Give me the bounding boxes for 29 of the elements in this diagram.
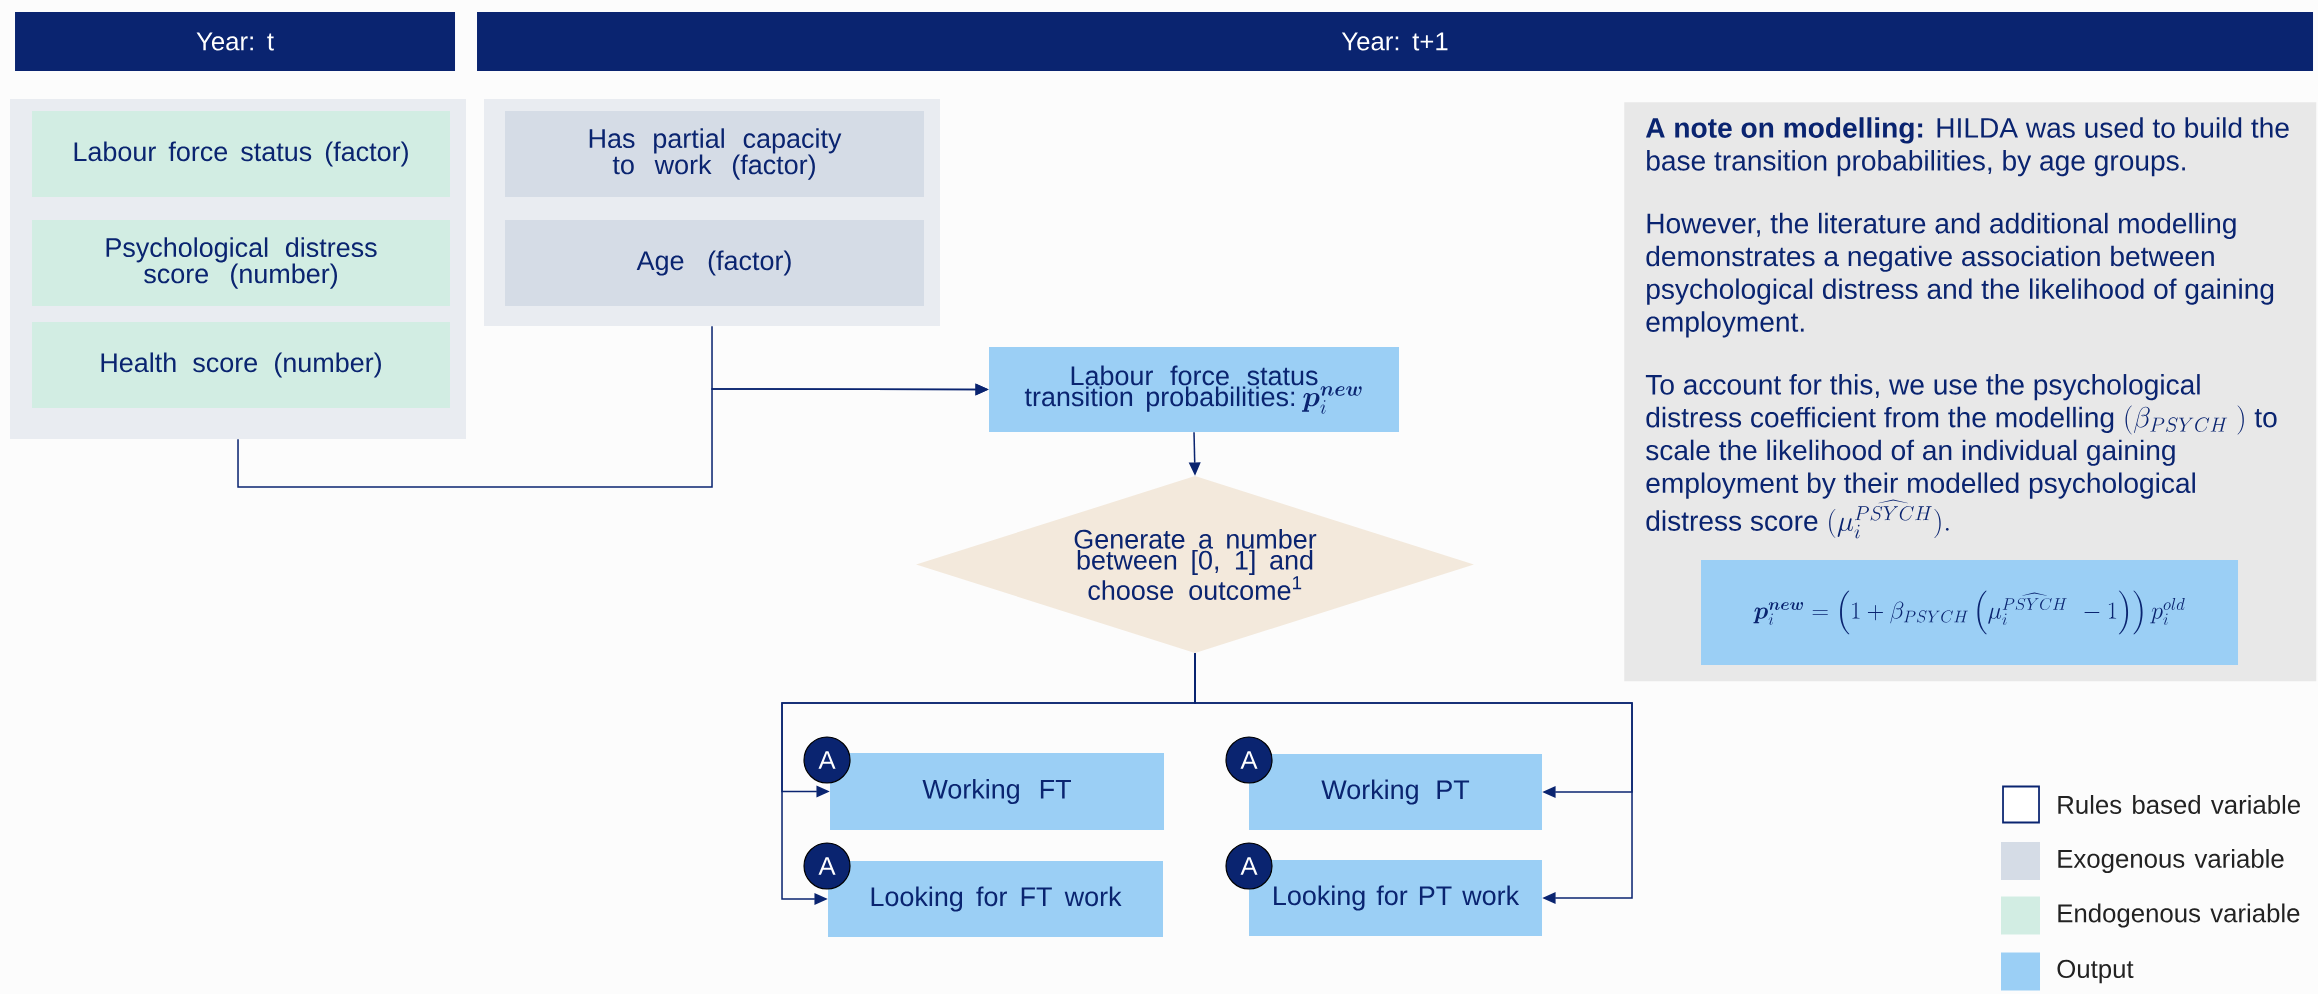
legend-label: Endogenous variable [2058, 903, 2300, 928]
note-text: A note on modelling: HILDA was used to build the base transition probabilities, by age groups. [1645, 117, 2289, 177]
badge: A [1225, 736, 1273, 784]
year-header: Year: t+1 [477, 12, 2313, 71]
node-label: distress score [1646, 510, 1818, 531]
legend-label: Exogenous variable [2058, 849, 2284, 873]
node-label: $(\mu_i^{\widehat{PSYCH}}).$ [1829, 499, 1949, 539]
output-box: Labour force status transition probabilities: $\boldsymbol{p}_i^{\boldsymbol{new}}$ [989, 347, 1399, 432]
node-label: to [2254, 409, 2277, 428]
node-label: To account for this, we use the psychological [1645, 374, 2200, 401]
variable-box: Labour force status (factor) [32, 111, 450, 197]
legend-label: Output [2057, 959, 2134, 984]
variable-box: Has partial capacity to work (factor) [505, 111, 924, 197]
badge: A [803, 842, 851, 890]
note-text: To account for this, we use the psychological distress coefficient from the modelling $(\beta_{PSYCH}\ )$ to scale the likelihood of an individual gaining employment by their modelled psychological distress score $(\mu_i^{\widehat{PSYCH}}).$ [1645, 374, 2277, 539]
badge: A [1225, 842, 1273, 890]
node-label: scale the likelihood of an individual gaining [1646, 439, 2175, 466]
arrow [1194, 652, 1633, 905]
note-text: However, the literature and additional modelling demonstrates a negative association between psychological distress and the likelihood of gaining employment. [1646, 212, 2274, 338]
variable-box: Health score (number) [32, 322, 450, 408]
variable-box: Psychological distress score (number) [32, 220, 450, 306]
node-label: $(\beta_{PSYCH}\ )$ [2125, 405, 2244, 435]
variable-box: Age (factor) [505, 220, 924, 306]
badge: A [803, 736, 851, 784]
year-header: Year: t [15, 12, 455, 71]
legend-label: Rules based variable [2058, 795, 2300, 814]
node-label: distress coefficient from the modelling [1646, 406, 2114, 434]
formula-box: $\boldsymbol{p}_i^{\boldsymbol{new}} = \left(1+\beta_{PSYCH}\left(\mu_i^{\widehat{PSYCH}}\ -1\right)\right)p_i^{old}$ [1701, 560, 2238, 665]
node-label: employment by their modelled psychological [1646, 472, 2195, 499]
